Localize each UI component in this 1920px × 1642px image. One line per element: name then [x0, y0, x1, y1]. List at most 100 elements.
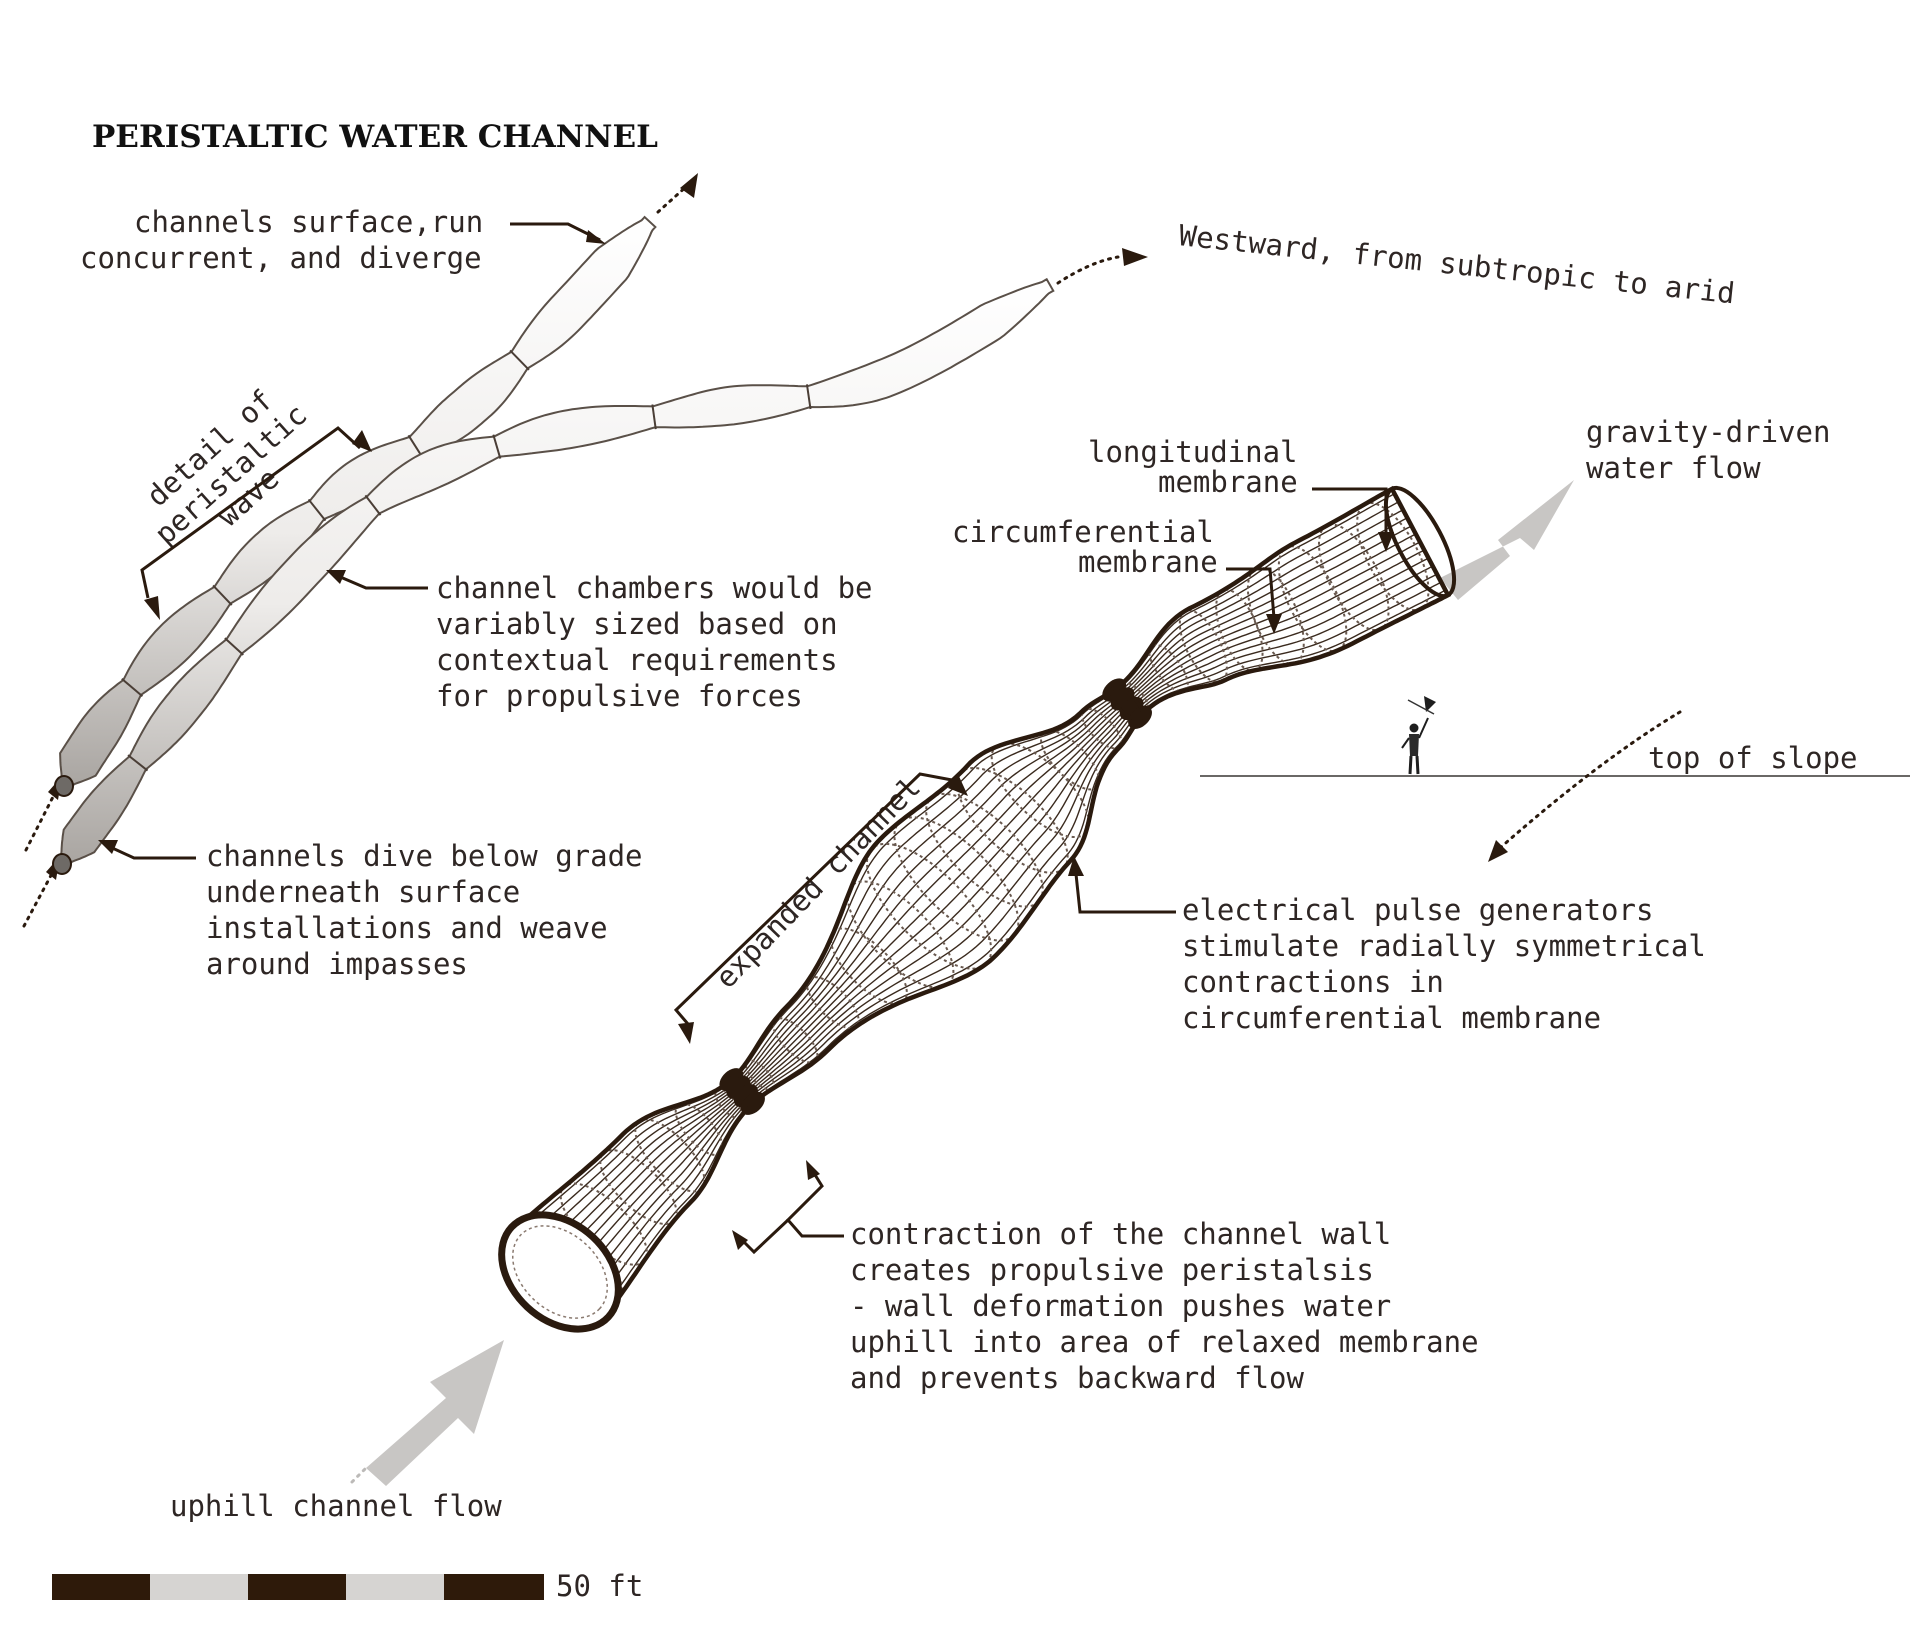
leader-circumferential-arrowhead [1266, 614, 1282, 634]
channel-a-exit-arrowhead [680, 173, 698, 198]
surface-channels-illustration [22, 173, 1148, 928]
leader-channel-chambers [337, 574, 428, 590]
leader-longitudinal-arrowhead [1378, 532, 1394, 552]
diagram-title: PERISTALTIC WATER CHANNEL [92, 119, 658, 155]
label-dive-line3: installations and weave [206, 911, 608, 945]
detail-wave-bracket [140, 426, 362, 599]
longitudinal-strand [545, 525, 1412, 1260]
flow-arrows [350, 480, 1574, 1486]
label-westward: Westward, from subtropic to arid [1177, 218, 1736, 310]
label-longitudinal-line2: membrane [1158, 465, 1298, 499]
channel-mouth [54, 775, 74, 797]
pulse-generator-node [740, 1091, 765, 1115]
tube-outlet-rim [1383, 485, 1457, 599]
contraction-ring [1109, 685, 1145, 722]
label-channels-surface-line2: concurrent, and diverge [80, 241, 482, 275]
channel-joint [224, 637, 244, 656]
label-pulse-line4: circumferential membrane [1182, 1001, 1601, 1035]
detail-wave-arrowhead-bottom [144, 596, 160, 620]
channel-b-entry-dotted [22, 864, 58, 928]
longitudinal-strand [518, 493, 1395, 1235]
detail-wave-arrowhead-top [352, 430, 372, 452]
longitudinal-strand [538, 517, 1408, 1254]
label-uphill-flow: uphill channel flow [170, 1489, 502, 1523]
scale-seg-4 [346, 1574, 444, 1600]
pulse-generators [719, 678, 1152, 1115]
channel-joint [805, 384, 812, 410]
label-dive-line2: underneath surface [206, 875, 520, 909]
scale-bar: 50 ft [52, 1569, 643, 1603]
contraction-ring [727, 1075, 757, 1108]
label-contraction-line1: contraction of the channel wall [850, 1217, 1391, 1251]
label-contraction-line2: creates propulsive peristalsis [850, 1253, 1374, 1287]
tube-inlet-inner [511, 1225, 609, 1319]
leader-channels-surface-arrowhead [586, 230, 606, 244]
channel-b-exit-arrowhead [1122, 248, 1148, 266]
channel-joint [364, 494, 382, 516]
slope-dotted-arrowhead [1488, 840, 1508, 862]
scale-seg-5 [444, 1574, 544, 1600]
label-circumferential-line1: circumferential [952, 515, 1214, 549]
label-contraction-line5: and prevents backward flow [850, 1361, 1304, 1395]
leader-contraction-arrowhead-bottom [732, 1230, 748, 1250]
longitudinal-strand [593, 581, 1442, 1305]
label-chambers-line2: variably sized based on [436, 607, 838, 641]
leader-channels-dive [107, 844, 196, 860]
label-channels-surface-line1: channels surface,run [134, 205, 483, 239]
label-pulse-line3: contractions in [1182, 965, 1444, 999]
leader-channels-surface [510, 222, 601, 242]
leader-circumferential [1226, 567, 1276, 619]
leader-contraction-lower [740, 1218, 790, 1255]
channel-joint [121, 677, 144, 698]
leader-channels-dive-arrowhead [98, 840, 118, 854]
label-gravity-line1: gravity-driven [1586, 415, 1830, 449]
label-contraction-line4: uphill into area of relaxed membrane [850, 1325, 1479, 1359]
channel-mouth [52, 853, 72, 875]
pulse-generator-node [1128, 705, 1152, 729]
label-chambers-line1: channel chambers would be [436, 571, 873, 605]
label-pulse-line2: stimulate radially symmetrical [1182, 929, 1706, 963]
longitudinal-strand [552, 533, 1417, 1267]
label-contraction-line3: - wall deformation pushes water [850, 1289, 1391, 1323]
label-chambers-line4: for propulsive forces [436, 679, 803, 713]
expanded-channel-bracket [673, 772, 953, 1025]
longitudinal-strand [600, 589, 1446, 1311]
slope-dotted-arrow [1498, 710, 1682, 850]
channel-joint [212, 584, 233, 606]
channel-b [52, 277, 1055, 875]
channel-a-entry-dotted [24, 785, 60, 852]
longitudinal-strand [580, 565, 1434, 1292]
channel-joint [509, 349, 530, 371]
channel-joint [651, 404, 657, 430]
leader-pulse-generators [1074, 873, 1176, 914]
label-gravity-line2: water flow [1586, 451, 1761, 485]
tube-ends [498, 485, 1457, 1333]
scale-label: 50 ft [556, 1569, 643, 1603]
longitudinal-strand [525, 501, 1400, 1241]
expanded-channel-arrowhead-top [948, 774, 968, 796]
label-circumferential-line2: membrane [1078, 545, 1218, 579]
channel-joint [307, 498, 327, 522]
longitudinal-strand [573, 557, 1429, 1286]
uphill-flow-dotted [350, 1466, 368, 1484]
channel-joint [492, 434, 502, 459]
leader-contraction-arrowhead-top [806, 1160, 820, 1180]
channel-body [55, 277, 1055, 870]
leader-longitudinal [1312, 487, 1388, 536]
uphill-flow-arrow [366, 1340, 504, 1486]
scale-seg-1 [52, 1574, 150, 1600]
label-chambers-line3: contextual requirements [436, 643, 838, 677]
label-dive-line1: channels dive below grade [206, 839, 643, 873]
scale-person-figure [1401, 696, 1436, 775]
channel-b-exit-dotted [1056, 255, 1120, 285]
tube-inlet-rim [498, 1211, 622, 1333]
scale-seg-2 [150, 1574, 248, 1600]
channel-joint [127, 754, 149, 772]
longitudinal-strand [566, 549, 1425, 1279]
peristaltic-tube [498, 485, 1457, 1333]
longitudinal-strand [559, 541, 1421, 1273]
leader-contraction [785, 1169, 844, 1238]
label-longitudinal-line1: longitudinal [1088, 435, 1298, 469]
scale-seg-3 [248, 1574, 346, 1600]
